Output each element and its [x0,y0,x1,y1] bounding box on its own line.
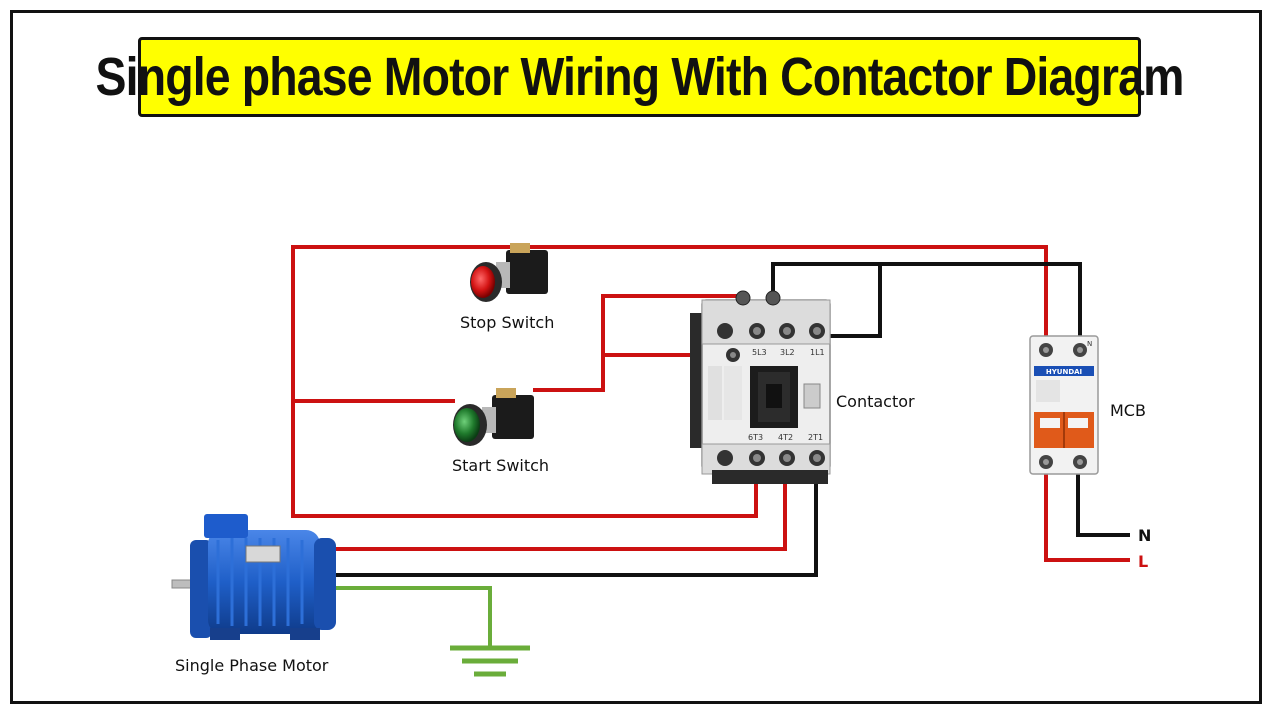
neutral-wire-motor [333,460,818,577]
contactor: 5L3 3L2 1L1 6T3 4T2 2T1 [690,290,831,484]
earth-wire [333,586,530,677]
terminal-label: 5L3 [752,348,767,357]
terminal-label: 6T3 [748,433,763,442]
diagram-frame [10,10,1262,704]
diagram-title: Single phase Motor Wiring With Contactor… [95,47,1185,107]
mcb-label: MCB [1110,401,1146,420]
live-wire-start-to-contactor [533,294,743,392]
mcb-breaker: N HYUNDAI [1029,335,1099,475]
neutral-wire-coil-link [818,264,882,338]
contactor-label: Contactor [836,392,915,411]
live-wire-top-loop [291,245,1048,518]
start-switch [453,388,534,446]
title-banner: Single phase Motor Wiring With Contactor… [96,37,1184,117]
live-wire-motor [327,460,787,551]
live-terminal-label: L [1138,552,1149,571]
neutral-wire-supply [1076,470,1130,537]
neutral-terminal-label: N [1138,526,1152,545]
terminal-label: 4T2 [778,433,793,442]
start-switch-label: Start Switch [452,456,550,475]
stop-switch [470,243,548,302]
terminal-label: 1L1 [810,348,825,357]
motor-label: Single Phase Motor [175,656,329,675]
live-wire-supply [1044,470,1130,562]
neutral-wire-top [771,262,1082,336]
stop-switch-label: Stop Switch [460,313,555,332]
single-phase-motor [171,514,336,640]
neutral-wires [333,262,1130,577]
terminal-label: 3L2 [780,348,795,357]
mcb-brand-label: HYUNDAI [1046,368,1082,376]
svg-text:N: N [1087,340,1092,348]
terminal-label: 2T1 [808,433,823,442]
